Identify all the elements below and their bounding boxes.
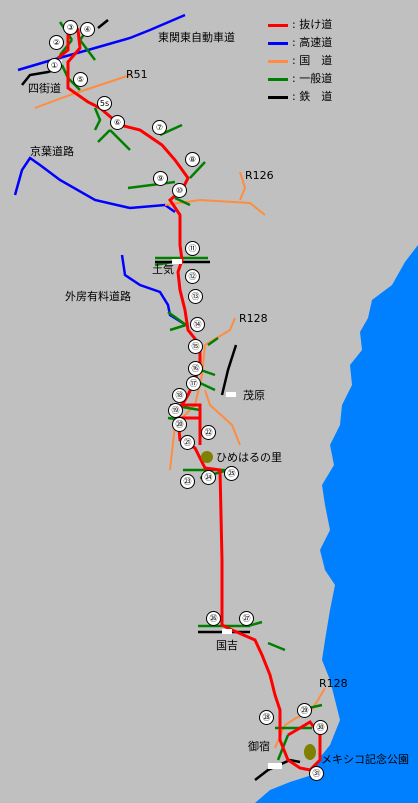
- label-keiyo-road: 京葉道路: [30, 145, 74, 158]
- himeharu-park: [201, 451, 213, 463]
- waypoint: ㉒: [201, 425, 216, 440]
- legend-swatch: [268, 41, 288, 45]
- waypoint: ⑯: [188, 361, 203, 376]
- waypoint: ⑲: [168, 403, 183, 418]
- label-r128-south: R128: [319, 677, 348, 690]
- sea: [255, 245, 418, 803]
- label-kuniyoshi: 国吉: [216, 639, 238, 652]
- waypoint: ⑤: [73, 72, 88, 87]
- waypoint: ⑭: [190, 317, 205, 332]
- waypoint: ㉛: [309, 766, 324, 781]
- legend-swatch: [268, 77, 288, 81]
- waypoint: ①: [47, 58, 62, 73]
- waypoint: ⑳: [172, 417, 187, 432]
- label-r126: R126: [245, 169, 274, 182]
- waypoint: ⑪: [185, 241, 200, 256]
- waypoint: ㉗: [239, 611, 254, 626]
- legend-swatch: [268, 95, 288, 99]
- label-mexico-park: メキシコ記念公園: [321, 753, 409, 766]
- waypoint: ㉘: [259, 710, 274, 725]
- legend-swatch: [268, 59, 288, 63]
- national-road-r51: [34, 74, 131, 109]
- waypoint: ㉖: [206, 611, 221, 626]
- waypoint: ⑫: [185, 269, 200, 284]
- legend-item: : 高速道: [268, 34, 332, 50]
- station-toke: [172, 259, 182, 264]
- legend-item: : 国 道: [268, 52, 332, 68]
- waypoint: ⑦: [152, 120, 167, 135]
- waypoint: ㉔: [201, 470, 216, 485]
- expressway-keiyo: [13, 156, 176, 214]
- waypoint: ⑮: [188, 339, 203, 354]
- label-yotsukaido: 四街道: [28, 82, 61, 95]
- waypoint: ⑱: [172, 388, 187, 403]
- legend-label: : 一般道: [292, 72, 333, 85]
- station-mobara: [226, 392, 236, 397]
- legend-label: : 国 道: [292, 54, 333, 67]
- label-r51: R51: [126, 68, 148, 81]
- waypoint: ⑰: [186, 376, 201, 391]
- station-kuniyoshi: [222, 629, 232, 634]
- label-sotobo-road: 外房有料道路: [65, 290, 131, 303]
- sotobo-road: [120, 254, 187, 327]
- label-onjuku: 御宿: [248, 740, 270, 753]
- national-road-r128b: [204, 389, 241, 446]
- station-onjuku: [268, 763, 282, 769]
- waypoint: ④: [80, 22, 95, 37]
- waypoint: ⑬: [188, 289, 203, 304]
- label-himeharu: ひめはるの里: [216, 451, 282, 464]
- waypoint: ⑩: [172, 183, 187, 198]
- waypoint: ⑧: [185, 152, 200, 167]
- legend-label: : 抜け道: [292, 18, 333, 31]
- national-road-r128c: [274, 687, 326, 749]
- national-road-r126b: [239, 171, 247, 201]
- label-r128-north: R128: [239, 312, 268, 325]
- mexico-park: [304, 744, 316, 760]
- legend-label: : 高速道: [292, 36, 333, 49]
- label-mobara: 茂原: [243, 389, 265, 402]
- expressway-kanto: [17, 13, 186, 72]
- label-toke: 土気: [152, 263, 174, 276]
- waypoint: ②: [49, 35, 64, 50]
- waypoint: ㉓: [180, 474, 195, 489]
- legend-swatch: [268, 23, 288, 27]
- label-kanto-expressway: 東関東自動車道: [158, 31, 235, 44]
- legend-item: : 鉄 道: [268, 88, 332, 104]
- waypoint: ㉙: [297, 703, 312, 718]
- waypoint: ⑨: [153, 171, 168, 186]
- legend-item: : 一般道: [268, 70, 332, 86]
- waypoint: ⑥: [110, 115, 125, 130]
- waypoint: 5s: [97, 96, 112, 111]
- waypoint: ㉑: [180, 435, 195, 450]
- waypoint: ③: [63, 20, 78, 35]
- waypoint: ㉕: [224, 466, 239, 481]
- legend-item: : 抜け道: [268, 16, 332, 32]
- legend-label: : 鉄 道: [292, 90, 333, 103]
- waypoint: ㉚: [313, 720, 328, 735]
